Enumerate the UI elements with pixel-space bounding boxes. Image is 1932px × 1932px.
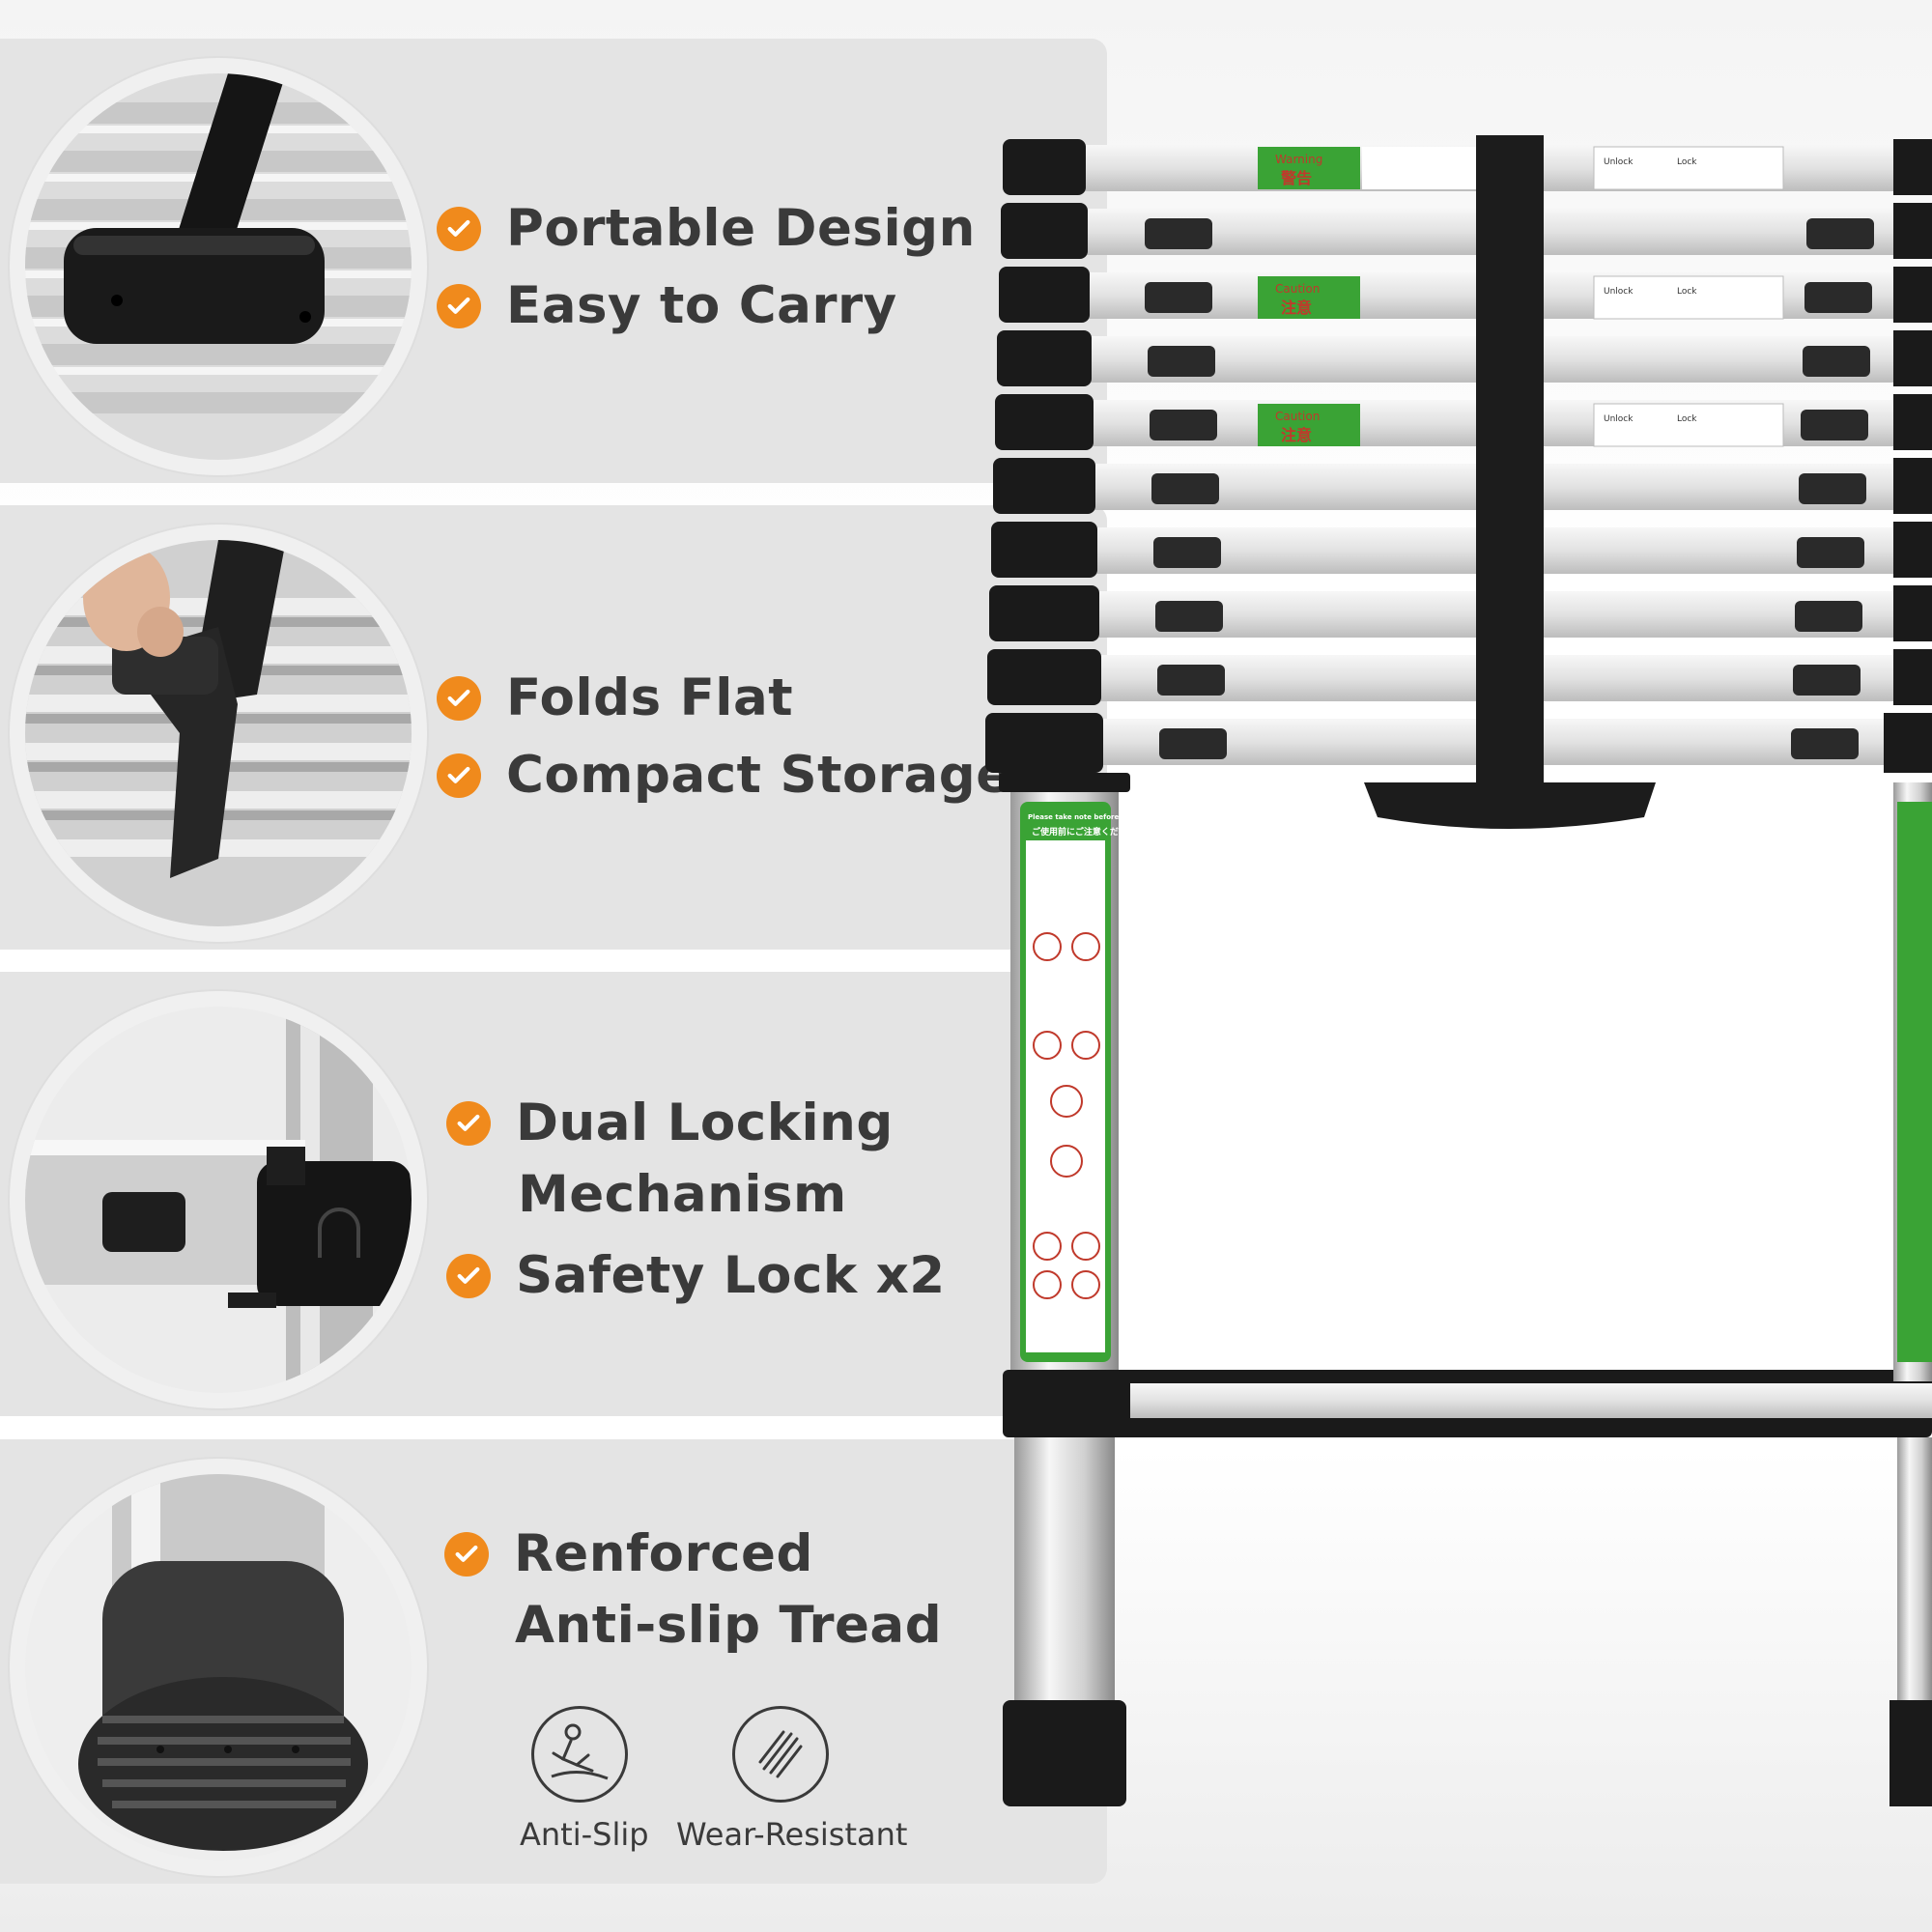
svg-text:Lock: Lock bbox=[1677, 287, 1697, 297]
feature-label: Portable Design bbox=[506, 199, 976, 258]
handle-photo bbox=[10, 58, 427, 475]
feature-reinforced: Renforced bbox=[444, 1524, 813, 1583]
wear-resistant-badge bbox=[732, 1706, 829, 1803]
warning-sticker: Warning 警告 bbox=[1258, 147, 1488, 189]
carry-strap bbox=[1476, 135, 1544, 792]
feature-folds-flat: Folds Flat bbox=[437, 668, 793, 727]
svg-text:注意: 注意 bbox=[1281, 426, 1312, 444]
velcro-strap-icon bbox=[25, 540, 412, 926]
check-icon bbox=[437, 206, 481, 251]
svg-text:Unlock: Unlock bbox=[1604, 414, 1634, 424]
safety-instruction-label: Please take note before use. ご使用前にご注意くださ… bbox=[1020, 802, 1145, 1362]
anti-slip-badge bbox=[531, 1706, 628, 1803]
feature-label: Easy to Carry bbox=[506, 276, 897, 335]
carry-handle bbox=[1364, 782, 1656, 829]
feature-label: Safety Lock x2 bbox=[516, 1246, 946, 1305]
check-icon bbox=[446, 1253, 491, 1298]
wear-resistant-label: Wear-Resistant bbox=[676, 1816, 908, 1853]
left-foot bbox=[1003, 1700, 1126, 1806]
anti-slip-label: Anti-Slip bbox=[520, 1816, 649, 1853]
svg-text:Caution: Caution bbox=[1275, 410, 1320, 423]
rubber-foot-icon bbox=[25, 1474, 412, 1861]
carry-handle-icon bbox=[25, 73, 412, 460]
foot-photo bbox=[10, 1459, 427, 1876]
feature-dual-locking-line2: Mechanism bbox=[518, 1165, 847, 1224]
strap-photo bbox=[10, 525, 427, 942]
feature-label: Renforced bbox=[514, 1524, 813, 1583]
lock-mechanism-icon bbox=[25, 1007, 412, 1393]
lock-photo bbox=[10, 991, 427, 1408]
check-icon bbox=[446, 1100, 491, 1146]
feature-reinforced-line2: Anti-slip Tread bbox=[515, 1596, 943, 1655]
check-icon bbox=[437, 753, 481, 798]
caution-sticker: Caution 注意 bbox=[1258, 404, 1360, 446]
svg-text:Unlock: Unlock bbox=[1604, 157, 1634, 167]
feature-safety-lock: Safety Lock x2 bbox=[446, 1246, 946, 1305]
svg-text:Lock: Lock bbox=[1677, 414, 1697, 424]
feature-easy-to-carry: Easy to Carry bbox=[437, 276, 897, 335]
check-icon bbox=[444, 1531, 489, 1577]
check-icon bbox=[437, 675, 481, 721]
feature-label: Folds Flat bbox=[506, 668, 794, 727]
feature-dual-locking: Dual Locking bbox=[446, 1094, 894, 1152]
svg-text:Caution: Caution bbox=[1275, 282, 1320, 296]
svg-text:Unlock: Unlock bbox=[1604, 287, 1634, 297]
svg-text:Please take note before use.: Please take note before use. bbox=[1028, 813, 1137, 821]
slipping-person-icon bbox=[551, 1723, 609, 1780]
svg-text:ご使用前にご注意ください。: ご使用前にご注意ください。 bbox=[1032, 826, 1145, 838]
feature-label: Dual Locking bbox=[516, 1094, 894, 1152]
svg-text:Lock: Lock bbox=[1677, 157, 1697, 167]
check-icon bbox=[437, 283, 481, 328]
right-foot bbox=[1889, 1700, 1932, 1806]
feature-label: Compact Storage bbox=[506, 746, 1011, 805]
svg-text:Warning: Warning bbox=[1275, 153, 1322, 166]
hatched-surface-icon bbox=[758, 1730, 803, 1778]
svg-text:警告: 警告 bbox=[1280, 169, 1312, 187]
feature-compact-storage: Compact Storage bbox=[437, 746, 1011, 805]
svg-text:注意: 注意 bbox=[1281, 298, 1312, 317]
caution-sticker: Caution 注意 bbox=[1258, 276, 1360, 319]
feature-portable-design: Portable Design bbox=[437, 199, 976, 258]
